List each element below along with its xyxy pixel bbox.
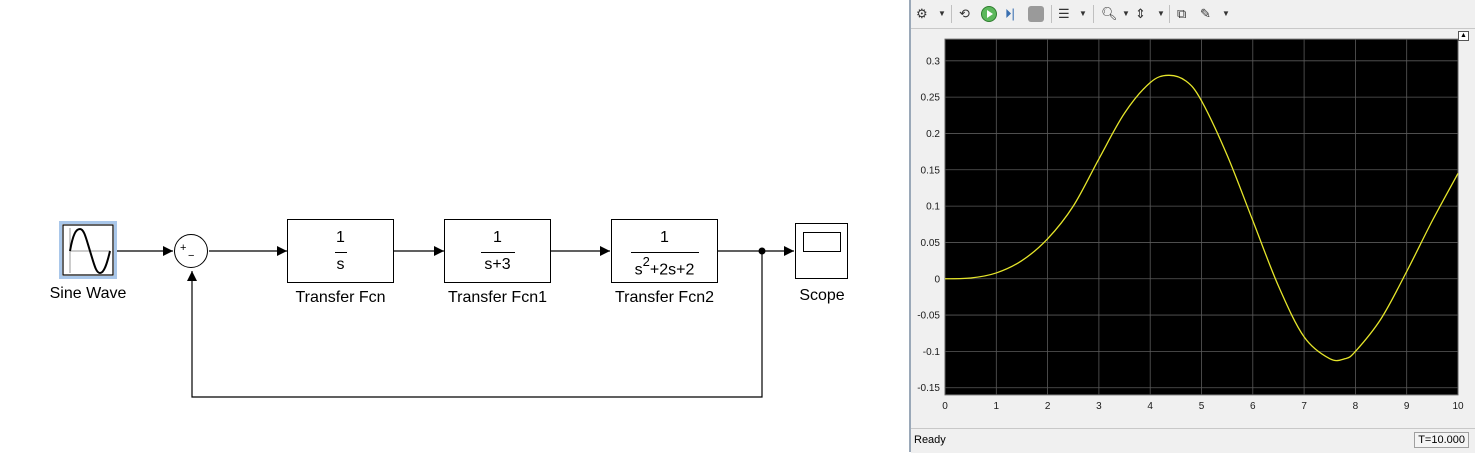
chevron-down-icon[interactable]: ▼ xyxy=(1122,9,1130,18)
y-tick-label: 0.05 xyxy=(921,238,941,249)
toolbar-separator xyxy=(951,5,952,23)
sum-plus-sign: + xyxy=(180,242,187,254)
zoom-in-icon[interactable]: 🔍︎ xyxy=(1101,6,1118,21)
y-tick-label: 0.2 xyxy=(926,129,940,140)
status-bar: Ready T=10.000 xyxy=(911,428,1475,453)
tf2-numerator: 1 xyxy=(660,229,669,246)
transfer-fcn-label: Transfer Fcn xyxy=(295,289,386,306)
sum-minus-sign: − xyxy=(188,250,195,262)
sine-wave-label: Sine Wave xyxy=(49,285,127,302)
x-tick-label: 8 xyxy=(1353,401,1359,412)
transfer-fcn2-block[interactable]: 1 s2+2s+2 xyxy=(611,219,718,283)
x-tick-label: 10 xyxy=(1452,401,1464,412)
tf-numerator: 1 xyxy=(336,229,345,246)
tf-fraction-line xyxy=(335,252,347,253)
scope-block[interactable] xyxy=(795,223,848,279)
toolbar-separator xyxy=(1051,5,1052,23)
chevron-down-icon[interactable]: ▼ xyxy=(1079,9,1087,18)
transfer-fcn1-label: Transfer Fcn1 xyxy=(448,289,547,306)
plot-area[interactable]: 0 1 2 3 4 5 6 7 8 9 10 -0.15 -0.1 -0.05 0 0.05 0.1 0.15 0.… xyxy=(911,29,1475,427)
scope-screen-icon xyxy=(803,232,841,252)
step-forward-icon[interactable]: ⏵| xyxy=(1005,6,1015,21)
simulation-time: T=10.000 xyxy=(1414,432,1469,448)
chevron-down-icon[interactable]: ▼ xyxy=(1157,9,1165,18)
toolbar-separator xyxy=(1169,5,1170,23)
highlight-icon[interactable]: ☰ xyxy=(1058,6,1070,21)
style-icon[interactable]: ✎ xyxy=(1200,6,1211,21)
tf1-numerator: 1 xyxy=(493,229,502,246)
y-tick-label: 0 xyxy=(934,274,940,285)
scope-label: Scope xyxy=(799,287,845,304)
scope-toolbar: ⚙ ▼ ⟲ ⏵| ☰ ▼ 🔍︎ ▼ ⇕ ▼ ⧉ ✎ ▼ xyxy=(911,0,1475,29)
undock-icon[interactable]: ▲ xyxy=(1458,31,1469,41)
sine-wave-icon xyxy=(62,224,114,276)
block-diagram[interactable]: Sine Wave + − 1 s Transfer Fcn 1 s+3 Tra… xyxy=(0,0,905,452)
x-tick-label: 7 xyxy=(1301,401,1307,412)
run-icon[interactable] xyxy=(981,6,997,22)
sum-block[interactable]: + − xyxy=(174,234,208,268)
y-tick-label: -0.1 xyxy=(923,347,941,358)
signal-lines xyxy=(116,246,794,398)
y-tick-label: 0.1 xyxy=(926,202,940,213)
y-tick-label: 0.3 xyxy=(926,56,940,67)
gear-icon[interactable]: ⚙ xyxy=(916,6,928,21)
feedback-line xyxy=(187,251,763,398)
scale-axes-icon[interactable]: ⇕ xyxy=(1135,6,1146,21)
chevron-down-icon[interactable]: ▼ xyxy=(1222,9,1230,18)
tf1-denominator: s+3 xyxy=(484,256,511,273)
line-chart[interactable]: 0 1 2 3 4 5 6 7 8 9 10 -0.15 -0.1 -0.05 0 0.05 0.1 0.15 0.… xyxy=(911,29,1475,427)
x-tick-label: 4 xyxy=(1147,401,1153,412)
restore-icon[interactable]: ⟲ xyxy=(959,6,970,21)
y-tick-label: -0.05 xyxy=(917,311,940,322)
tf2-denominator: s2+2s+2 xyxy=(612,254,717,279)
tf2-den-rest: +2s+2 xyxy=(649,261,695,279)
y-tick-label: -0.15 xyxy=(917,383,940,394)
chevron-down-icon[interactable]: ▼ xyxy=(938,9,946,18)
toolbar-separator xyxy=(1093,5,1094,23)
y-tick-label: 0.25 xyxy=(921,93,941,104)
transfer-fcn2-label: Transfer Fcn2 xyxy=(615,289,714,306)
transfer-fcn1-block[interactable]: 1 s+3 xyxy=(444,219,551,283)
x-tick-label: 0 xyxy=(942,401,948,412)
sine-wave-block[interactable] xyxy=(59,221,117,279)
tf1-fraction-line xyxy=(481,252,515,253)
x-tick-label: 6 xyxy=(1250,401,1256,412)
series-line xyxy=(944,74,1459,362)
layout-icon[interactable]: ⧉ xyxy=(1177,6,1187,21)
x-tick-label: 5 xyxy=(1199,401,1205,412)
tf2-den-s: s xyxy=(634,261,643,279)
x-tick-label: 1 xyxy=(994,401,1000,412)
status-text: Ready xyxy=(914,434,946,446)
x-tick-label: 3 xyxy=(1096,401,1102,412)
x-tick-label: 9 xyxy=(1404,401,1410,412)
stop-icon[interactable] xyxy=(1028,6,1044,22)
tf-denominator: s xyxy=(336,256,345,273)
x-tick-label: 2 xyxy=(1045,401,1051,412)
tf2-fraction-line xyxy=(631,252,699,253)
y-tick-label: 0.15 xyxy=(921,165,941,176)
transfer-fcn-block[interactable]: 1 s xyxy=(287,219,394,283)
scope-window[interactable]: ⚙ ▼ ⟲ ⏵| ☰ ▼ 🔍︎ ▼ ⇕ ▼ ⧉ ✎ ▼ 0 1 2 3 4 5 6 7 8 9 10… xyxy=(909,0,1475,453)
tf2-den-exponent: 2 xyxy=(642,254,650,269)
